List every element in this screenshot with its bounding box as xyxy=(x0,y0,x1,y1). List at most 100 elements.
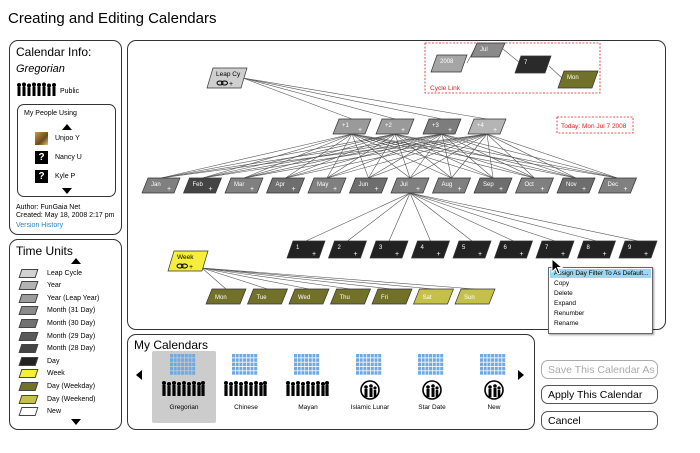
calendar-item[interactable]: Mayan xyxy=(280,354,336,422)
month-node[interactable]: Apr+ xyxy=(265,177,306,194)
calendar-item[interactable]: Gregorian xyxy=(156,354,212,422)
time-unit-item[interactable]: Month (30 Day) xyxy=(18,317,95,329)
cycle-link-node[interactable]: 2008 xyxy=(430,54,468,73)
time-unit-item[interactable]: Week xyxy=(18,368,65,380)
day-node[interactable]: 5+ xyxy=(452,240,492,259)
cycle-link-node[interactable]: 7 xyxy=(514,55,552,74)
month-node[interactable]: Oct+ xyxy=(514,177,555,194)
expand-plus-icon[interactable]: + xyxy=(375,186,379,193)
calendar-item[interactable]: Star Date xyxy=(404,354,460,422)
expand-plus-icon[interactable]: + xyxy=(624,186,628,193)
month-node[interactable]: May+ xyxy=(307,177,347,194)
calendars-prev-icon[interactable] xyxy=(136,370,142,380)
time-units-scroll-up-icon[interactable] xyxy=(71,258,81,264)
month-node[interactable]: Jul+ xyxy=(390,177,430,194)
week-node[interactable]: Week xyxy=(167,250,209,272)
expand-plus-icon[interactable]: + xyxy=(603,251,607,258)
expand-plus-icon[interactable]: + xyxy=(333,186,337,193)
calendar-item[interactable]: Chinese xyxy=(218,354,274,422)
menu-item-assign-day-filter[interactable]: Assign Day Filter To As Default... xyxy=(554,270,649,277)
expand-plus-icon[interactable]: + xyxy=(354,251,358,258)
time-unit-item[interactable]: Day xyxy=(18,355,59,367)
day-node[interactable]: 2+ xyxy=(328,240,367,259)
person-item[interactable]: ? Kyle P xyxy=(35,170,105,186)
day-node[interactable]: 8+ xyxy=(577,240,616,259)
time-unit-item[interactable]: Day (Weekend) xyxy=(18,393,96,405)
weekday-node[interactable]: Wed xyxy=(288,288,330,305)
weekday-node[interactable]: Sun xyxy=(454,288,496,305)
expand-plus-icon[interactable]: + xyxy=(499,186,503,193)
day-node[interactable]: 1+ xyxy=(286,240,326,259)
expand-plus-icon[interactable]: + xyxy=(401,127,405,134)
expand-plus-icon[interactable]: + xyxy=(448,127,452,134)
expand-plus-icon[interactable]: + xyxy=(582,186,586,193)
weekday-node[interactable]: Tue xyxy=(246,288,289,305)
month-node[interactable]: Jun+ xyxy=(348,177,389,194)
expand-plus-icon[interactable]: + xyxy=(520,251,524,258)
expand-plus-icon[interactable]: + xyxy=(292,186,296,193)
year-node[interactable]: +4+ xyxy=(467,118,507,135)
time-unit-item[interactable]: New xyxy=(18,406,61,418)
apply-calendar-button[interactable]: Apply This Calendar xyxy=(541,385,658,404)
month-node[interactable]: Sep+ xyxy=(473,177,513,194)
day-node[interactable]: 4+ xyxy=(411,240,450,259)
people-scroll-up-icon[interactable] xyxy=(62,124,72,130)
month-node[interactable]: Mar+ xyxy=(224,177,264,194)
save-calendar-as-button[interactable]: Save This Calendar As xyxy=(541,360,658,379)
day-node[interactable]: 6+ xyxy=(494,240,533,259)
day-node[interactable]: 9+ xyxy=(618,240,658,259)
time-unit-item[interactable]: Year xyxy=(18,280,61,292)
menu-item-expand[interactable]: Expand xyxy=(554,300,577,307)
month-node[interactable]: Feb+ xyxy=(182,177,223,194)
year-node[interactable]: +2+ xyxy=(375,118,415,135)
month-node[interactable]: Jan+ xyxy=(141,177,181,194)
calendar-diagram-canvas[interactable]: Leap Cy++1++2++3++4+Jan+Feb+Mar+Apr+May+… xyxy=(127,40,666,334)
expand-plus-icon[interactable]: + xyxy=(250,186,254,193)
cycle-link-node[interactable]: Jul xyxy=(470,42,506,58)
menu-item-delete[interactable]: Delete xyxy=(554,290,573,297)
weekday-node[interactable]: Fri xyxy=(371,288,413,305)
time-unit-item[interactable]: Year (Leap Year) xyxy=(18,292,99,304)
expand-plus-icon[interactable]: + xyxy=(458,186,462,193)
expand-plus-icon[interactable]: + xyxy=(189,264,193,271)
weekday-node[interactable]: Sat xyxy=(412,288,455,305)
expand-plus-icon[interactable]: + xyxy=(312,251,316,258)
time-unit-item[interactable]: Month (29 Day) xyxy=(18,330,95,342)
expand-plus-icon[interactable]: + xyxy=(167,186,171,193)
weekday-node[interactable]: Mon xyxy=(205,288,247,305)
leap-cycle-node[interactable]: Leap Cy xyxy=(206,67,248,89)
person-item[interactable]: Unjoo Y xyxy=(35,132,105,148)
month-node[interactable]: Nov+ xyxy=(556,177,596,194)
time-unit-item[interactable]: Day (Weekday) xyxy=(18,380,95,392)
month-node[interactable]: Dec+ xyxy=(597,177,638,194)
expand-plus-icon[interactable]: + xyxy=(437,251,441,258)
time-units-scroll-down-icon[interactable] xyxy=(71,419,81,425)
calendar-item[interactable]: New xyxy=(466,354,522,422)
expand-plus-icon[interactable]: + xyxy=(395,251,399,258)
time-unit-item[interactable]: Leap Cycle xyxy=(18,267,82,279)
expand-plus-icon[interactable]: + xyxy=(493,127,497,134)
expand-plus-icon[interactable]: + xyxy=(561,251,565,258)
expand-plus-icon[interactable]: + xyxy=(541,186,545,193)
people-scroll-down-icon[interactable] xyxy=(62,188,72,194)
expand-plus-icon[interactable]: + xyxy=(644,251,648,258)
calendars-next-icon[interactable] xyxy=(518,370,524,380)
calendar-item[interactable]: Islamic Lunar xyxy=(342,354,398,422)
menu-item-rename[interactable]: Rename xyxy=(554,320,579,327)
person-item[interactable]: ? Nancy U xyxy=(35,151,105,167)
time-unit-item[interactable]: Month (28 Day) xyxy=(18,343,95,355)
time-unit-item[interactable]: Month (31 Day) xyxy=(18,305,95,317)
expand-plus-icon[interactable]: + xyxy=(358,127,362,134)
year-node[interactable]: +1+ xyxy=(332,118,372,135)
menu-item-renumber[interactable]: Renumber xyxy=(554,310,585,317)
version-history-link[interactable]: Version History xyxy=(16,222,64,229)
day-node[interactable]: 7+ xyxy=(535,240,575,259)
expand-plus-icon[interactable]: + xyxy=(478,251,482,258)
day-node[interactable]: 3+ xyxy=(369,240,409,259)
expand-plus-icon[interactable]: + xyxy=(209,186,213,193)
month-node[interactable]: Aug+ xyxy=(431,177,472,194)
expand-plus-icon[interactable]: + xyxy=(229,81,233,88)
year-node[interactable]: +3+ xyxy=(422,118,462,135)
menu-item-copy[interactable]: Copy xyxy=(554,280,570,287)
cycle-link-node[interactable]: Mon xyxy=(557,70,599,89)
